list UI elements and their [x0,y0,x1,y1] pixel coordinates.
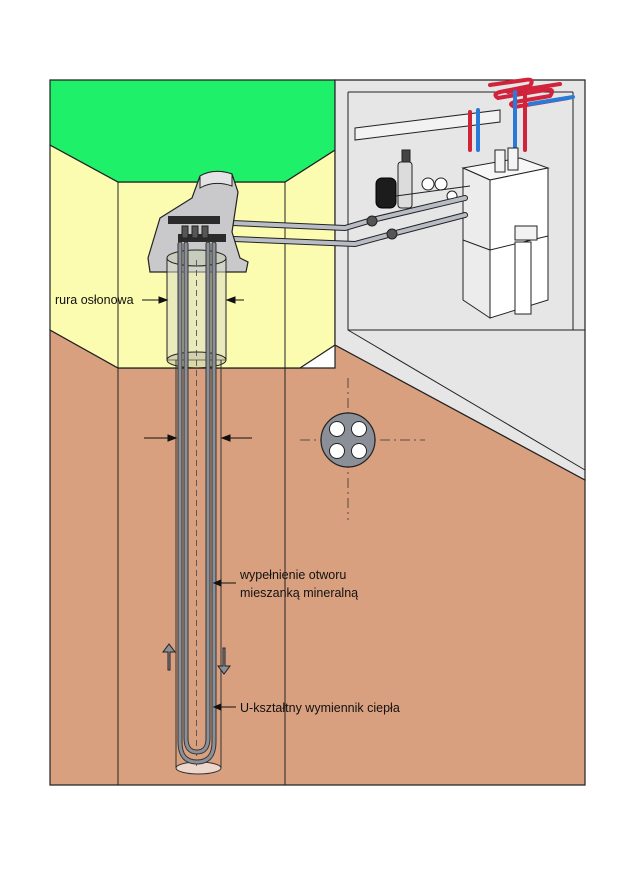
expansion-vessel [375,177,397,209]
label-casing-pipe: rura osłonowa [55,293,134,307]
hydraulic-fittings [375,149,471,209]
pressure-gauge-1 [421,177,435,191]
heat-pump-unit [461,147,550,319]
control-panel [514,225,538,241]
arrow-down-icon [217,647,231,675]
borehole-cross-section-icon [300,378,425,520]
borehole [166,241,227,775]
label-backfill-line1: wypełnienie otworu [239,568,346,582]
floor-heating-loops [468,77,575,152]
grass-surface [49,79,336,183]
arrow-up-icon [162,643,176,671]
pressure-gauge-2 [434,177,448,191]
label-backfill-line2: mieszanką mineralną [240,586,358,600]
ceiling-beam [354,109,501,141]
diameter-arrows-casing [142,296,244,304]
wellhead-chamber [147,170,249,273]
connecting-pipes [207,195,468,248]
diameter-arrows-borehole [144,434,252,442]
label-u-exchanger: U-kształtny wymiennik ciepła [240,701,400,715]
leader-lines [212,579,236,711]
